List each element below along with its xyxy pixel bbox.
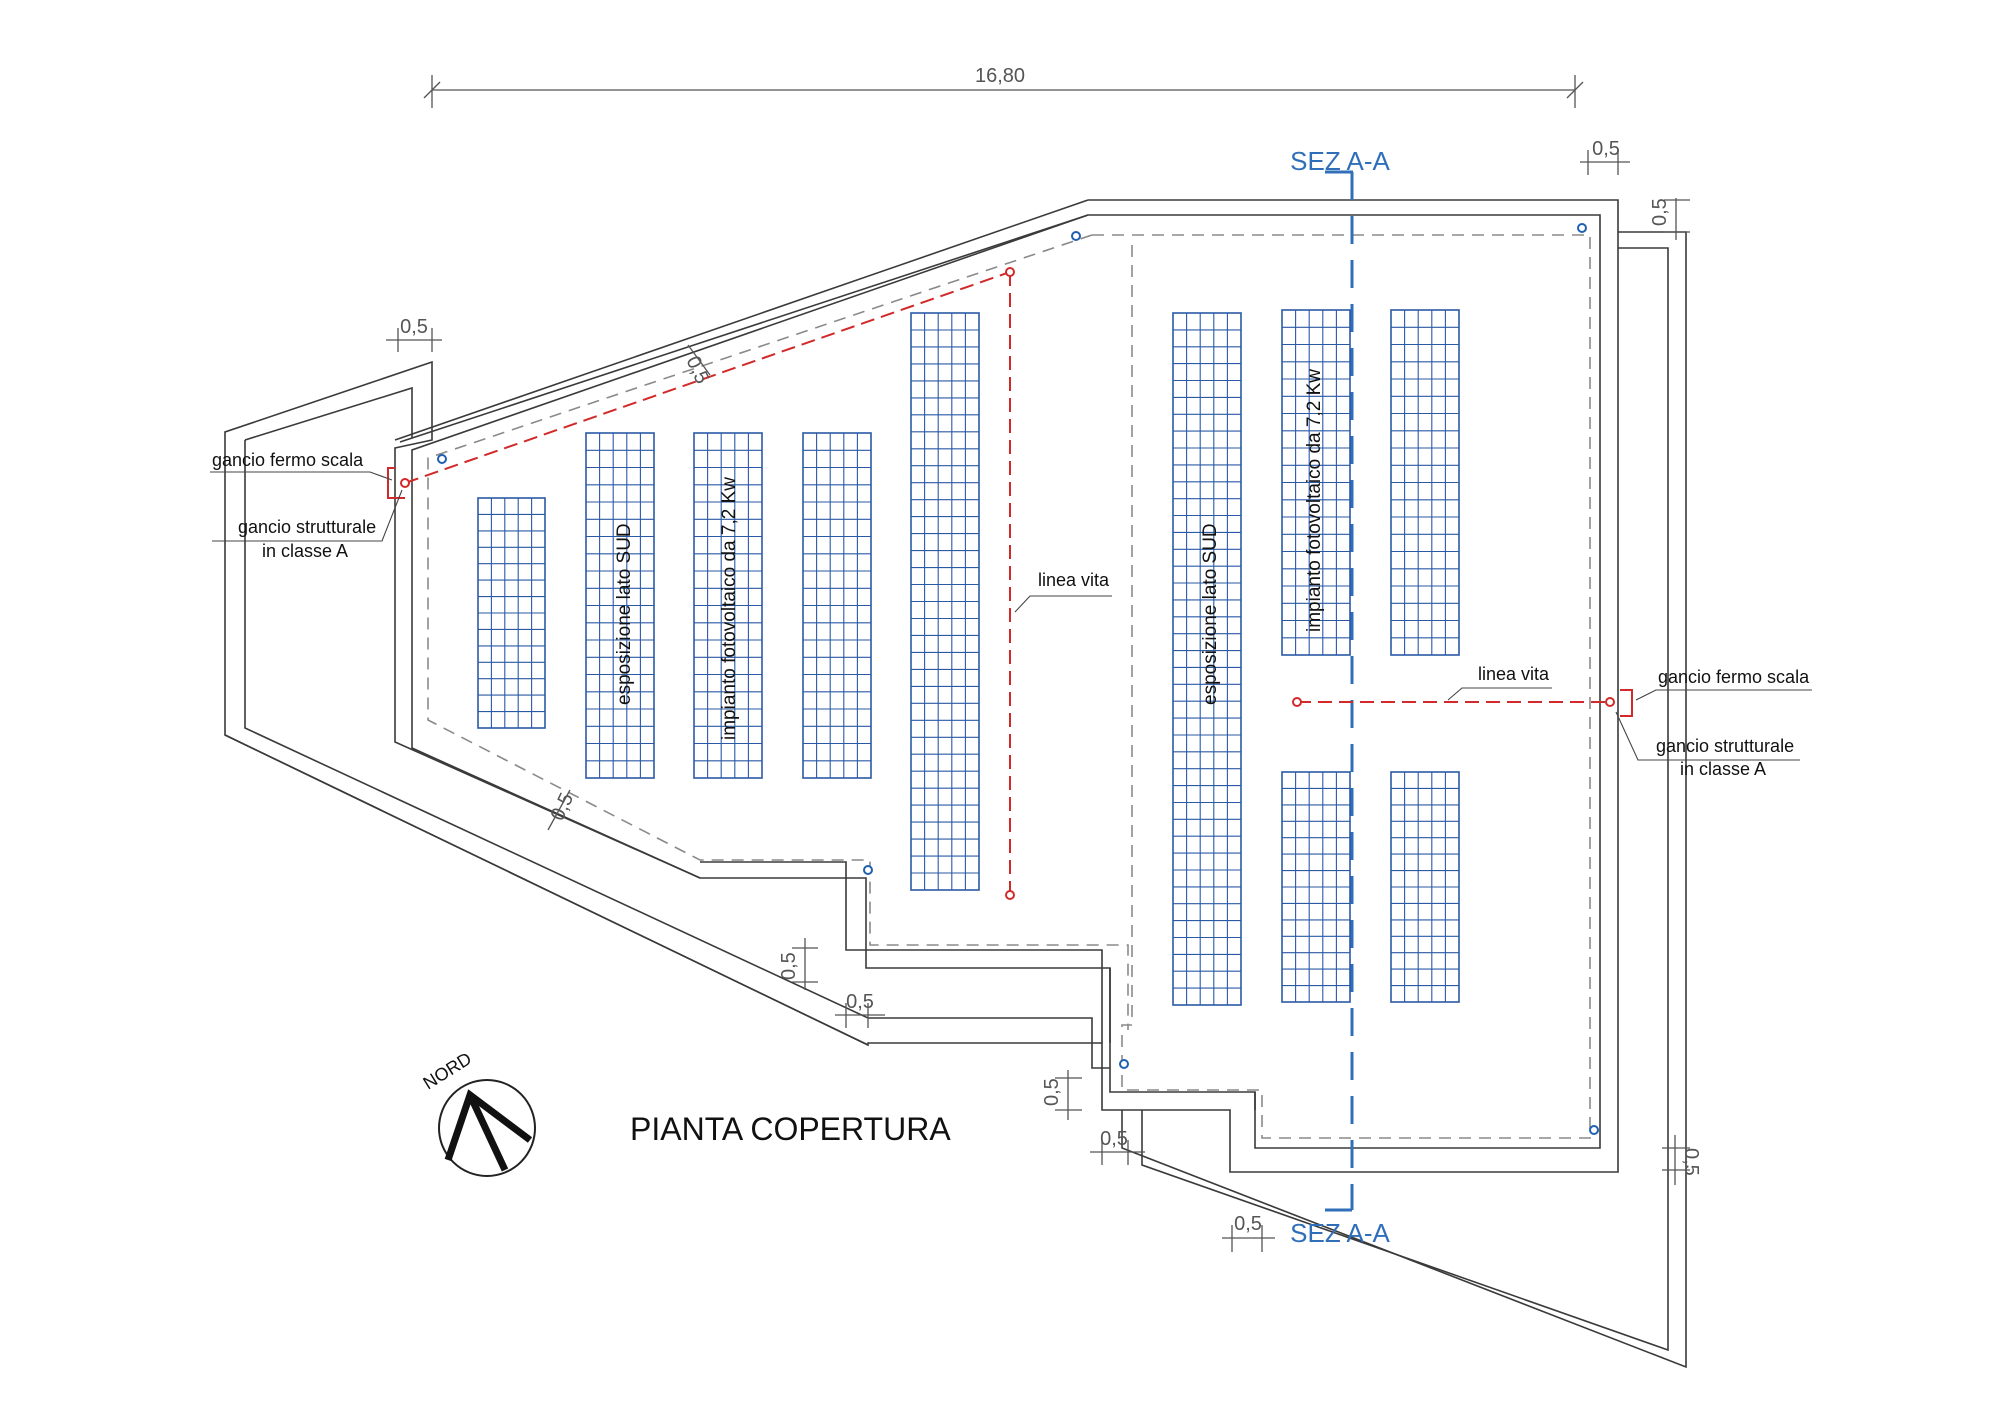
exposure-label-right: esposizione lato SUD: [1200, 523, 1221, 705]
section-a-a: SEZ A-A SEZ A-A: [1290, 146, 1390, 1248]
dim-bottom-horizontal: 0,5: [1100, 1128, 1128, 1150]
pv-array-1: [477, 497, 546, 729]
pv-array-9: [1281, 771, 1351, 1003]
structural-hook-label-right-1: gancio strutturale: [1656, 736, 1794, 756]
pv-array-10: [1390, 771, 1460, 1003]
hook-right-end: [1605, 697, 1615, 707]
dim-bottom-vertical: 0,5: [1041, 1078, 1063, 1106]
hook-left: [400, 478, 410, 488]
overall-dimension-text: 16,80: [975, 65, 1025, 87]
pv-system-label-right: impianto fotovoltaico da 7,2 Kw: [1304, 369, 1325, 632]
dim-right-top: 0,5: [1649, 198, 1671, 226]
pv-array-6: [1172, 312, 1242, 1006]
pv-labels: esposizione lato SUD impianto fotovoltai…: [614, 369, 1325, 740]
hook-bottom: [1005, 890, 1015, 900]
ladder-hook-label-left: gancio fermo scala: [212, 450, 364, 470]
pv-array-5: [910, 312, 980, 891]
exposure-label-left: esposizione lato SUD: [614, 523, 635, 705]
pv-array-2: [585, 432, 655, 779]
structural-hook-label-left-1: gancio strutturale: [238, 517, 376, 537]
structural-hook-label-left-2: in classe A: [262, 541, 348, 561]
structural-hook-label-right-2: in classe A: [1680, 759, 1766, 779]
north-label: NORD: [420, 1048, 476, 1093]
dim-left-top: 0,5: [400, 316, 428, 338]
drain-points: [437, 223, 1599, 1135]
pv-array-4: [802, 432, 872, 779]
inner-dashed-line: [427, 234, 1591, 1139]
dim-right-bottom: 0,5: [1680, 1148, 1702, 1176]
ladder-hook-label-right: gancio fermo scala: [1658, 667, 1810, 687]
spacing-dimensions: 0,5 0,5 0,5 0,5 0,5 0,5 0,5 0,5: [386, 138, 1702, 1252]
pv-system-label-left: impianto fotovoltaico da 7,2 Kw: [719, 477, 740, 740]
north-arrow: NORD: [420, 1048, 536, 1177]
pv-array-8: [1390, 309, 1460, 656]
roof-outline: [224, 199, 1687, 1369]
pv-array-3: [693, 432, 763, 779]
pv-array-7: [1281, 309, 1351, 656]
callouts: gancio fermo scala gancio strutturale in…: [210, 450, 1812, 779]
lifeline-label-right: linea vita: [1478, 664, 1550, 684]
pv-arrays: [477, 309, 1460, 1006]
section-label-bottom: SEZ A-A: [1290, 1218, 1390, 1248]
lifeline-label-left: linea vita: [1038, 570, 1110, 590]
lifelines: [387, 267, 1633, 900]
dim-bottom-right: 0,5: [1234, 1213, 1262, 1235]
hook-top: [1005, 267, 1015, 277]
dim-lower-vertical: 0,5: [778, 952, 800, 980]
drawing-title: PIANTA COPERTURA: [630, 1111, 951, 1147]
hook-right-start: [1292, 697, 1302, 707]
dim-lower-horizontal: 0,5: [846, 991, 874, 1013]
overall-dimension: 16,80: [423, 65, 1584, 108]
section-label-top: SEZ A-A: [1290, 146, 1390, 176]
dim-diagonal-top: 0,5: [681, 353, 713, 388]
dim-top-right: 0,5: [1592, 138, 1620, 160]
